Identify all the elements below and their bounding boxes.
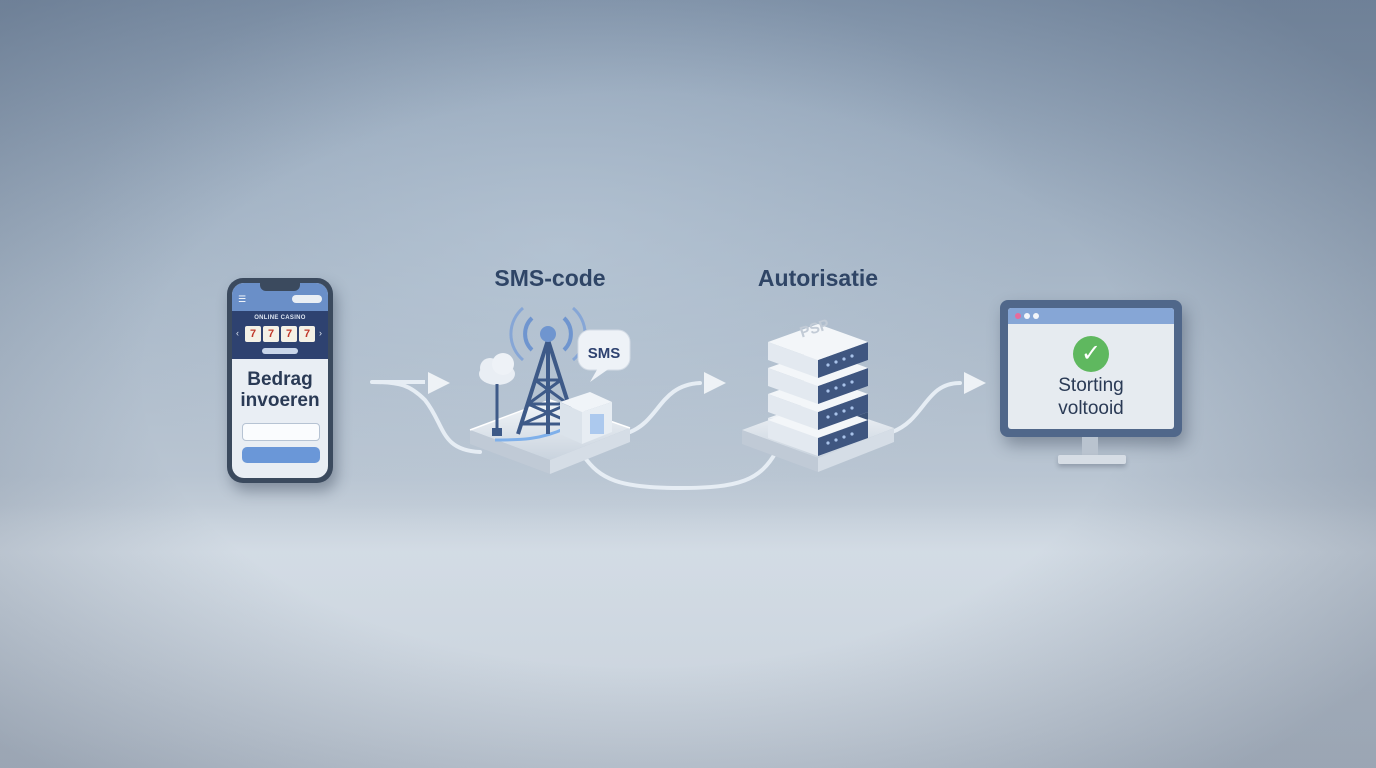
chevron-left-icon[interactable]: ‹ [236,328,239,338]
slot-reel: 7 [245,326,261,342]
banner-text: ONLINE CASINO [254,315,306,321]
banner-button[interactable] [262,348,298,354]
sms-bubble-icon: SMS [577,329,631,382]
slot-reels: 7 7 7 7 [245,326,315,342]
arrow-icon [704,372,726,394]
chevron-right-icon[interactable]: › [319,328,322,338]
monitor-screen: ✓ Storting voltooid [1008,308,1174,429]
step-label-authorisation: Autorisatie [757,265,879,291]
arrow-icon [428,372,450,394]
slot-reel: 7 [281,326,297,342]
step-label-sms: SMS-code [494,265,606,291]
server-units: PSP [768,316,868,456]
phone-title-line1: Bedrag [247,369,313,390]
phone-device: ☰ ONLINE CASINO ‹ 7 7 7 7 › Bedrag invoe… [227,278,333,483]
phone-title: Bedrag invoeren [232,369,328,411]
check-icon: ✓ [1073,336,1109,372]
arrow-icon [964,372,986,394]
monitor-stand-neck [1082,437,1098,455]
slot-reel: 7 [263,326,279,342]
floor-gradient [0,505,1376,768]
connector-tower-to-server [628,381,702,434]
sim-box [560,392,612,444]
window-dot-icon [1015,313,1021,319]
monitor-stand-base [1058,455,1126,464]
phone-notch [260,283,300,291]
menu-icon[interactable]: ☰ [238,294,247,304]
connector-phone-to-tower [370,380,482,454]
window-dot-icon [1033,313,1039,319]
monitor-line2: voltooid [1058,398,1124,419]
monitor-message: Storting voltooid [1008,374,1174,420]
phone-title-line2: invoeren [240,390,320,411]
submit-button[interactable] [242,447,320,463]
topbar-pill [292,295,322,303]
connector-server-to-monitor [890,381,962,434]
window-titlebar [1008,308,1174,324]
sms-bubble-text: SMS [588,345,621,362]
phone-screen: ☰ ONLINE CASINO ‹ 7 7 7 7 › Bedrag invoe… [232,283,328,478]
cloud-icon [479,353,515,436]
monitor-device: ✓ Storting voltooid [1000,300,1182,437]
slot-reel: 7 [299,326,315,342]
connector-bottom-loop [581,450,778,491]
amount-input[interactable] [242,423,320,441]
window-dot-icon [1024,313,1030,319]
monitor-line1: Storting [1058,375,1124,396]
casino-banner: ONLINE CASINO ‹ 7 7 7 7 › [232,311,328,359]
